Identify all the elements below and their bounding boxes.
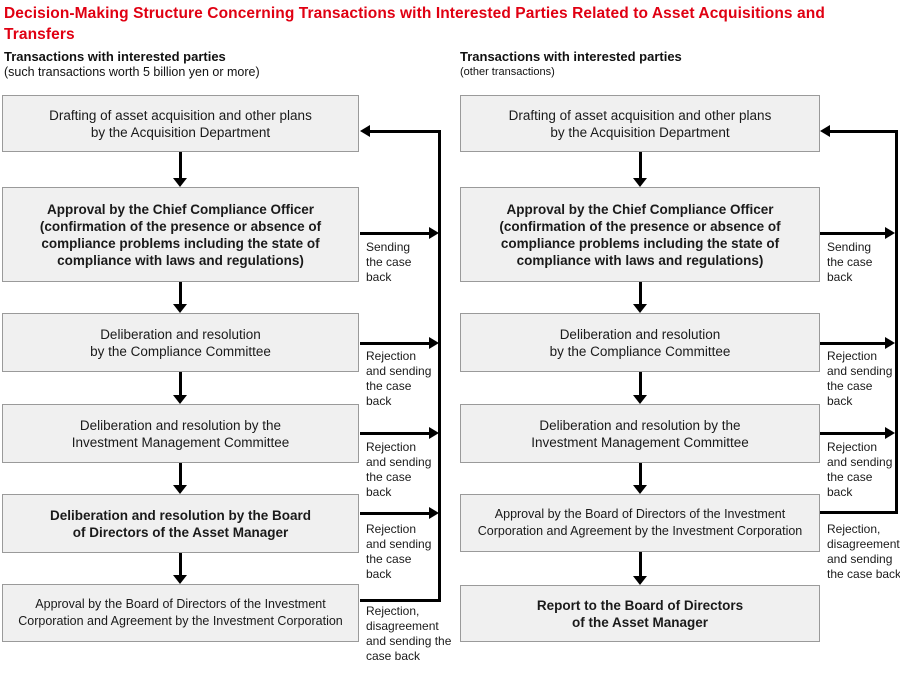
flow-label-rejection-disagreement: Rejection, disagreement and sending the … (827, 522, 900, 581)
flow-box-drafting-right: Drafting of asset acquisition and other … (460, 95, 820, 152)
down-arrow-line (179, 152, 182, 180)
flow-label-rejection: Rejection and sending the case back (366, 522, 432, 581)
down-arrow-line (639, 152, 642, 180)
left-column-heading: Transactions with interested parties (4, 49, 226, 64)
feedback-vertical-line-left (438, 130, 441, 602)
sendback-line (820, 432, 886, 435)
flow-label-rejection-disagreement: Rejection, disagreement and sending the … (366, 604, 452, 663)
left-column-subheading: (such transactions worth 5 billion yen o… (4, 65, 260, 79)
sendback-arrowhead (885, 337, 895, 349)
flow-box-investment-committee-right: Deliberation and resolution by the Inves… (460, 404, 820, 463)
sendback-arrowhead (429, 337, 439, 349)
flow-box-investment-corp-approval-left: Approval by the Board of Directors of th… (2, 584, 359, 642)
down-arrow-head (633, 485, 647, 494)
flow-box-compliance-committee-left: Deliberation and resolution by the Compl… (2, 313, 359, 372)
feedback-vertical-line-right (895, 130, 898, 514)
page-title: Decision-Making Structure Concerning Tra… (4, 5, 825, 43)
sendback-line (360, 342, 430, 345)
flow-label-rejection: Rejection and sending the case back (827, 349, 893, 408)
flow-box-investment-committee-left: Deliberation and resolution by the Inves… (2, 404, 359, 463)
flow-label-sending-back: Sending the case back (366, 240, 412, 284)
sendback-arrowhead (429, 507, 439, 519)
down-arrow-line (179, 282, 182, 306)
feedback-return-arrowhead-right (820, 125, 830, 137)
down-arrow-line (179, 553, 182, 577)
flow-box-cco-approval-right: Approval by the Chief Compliance Officer… (460, 187, 820, 282)
down-arrow-line (639, 372, 642, 397)
flow-label-sending-back: Sending the case back (827, 240, 873, 284)
down-arrow-head (633, 576, 647, 585)
sendback-line (360, 512, 430, 515)
down-arrow-head (633, 395, 647, 404)
sendback-arrowhead (885, 427, 895, 439)
sendback-line (820, 232, 886, 235)
down-arrow-line (179, 463, 182, 487)
down-arrow-head (633, 178, 647, 187)
down-arrow-head (173, 575, 187, 584)
flow-box-cco-approval-left: Approval by the Chief Compliance Officer… (2, 187, 359, 282)
down-arrow-line (639, 282, 642, 306)
down-arrow-line (639, 463, 642, 487)
down-arrow-line (639, 552, 642, 578)
right-column-heading: Transactions with interested parties (460, 49, 682, 64)
sendback-line-bottom-right (820, 511, 898, 514)
right-column-subheading: (other transactions) (460, 66, 555, 78)
flow-box-report-board-right: Report to the Board of Directors of the … (460, 585, 820, 642)
sendback-arrowhead (429, 227, 439, 239)
sendback-arrowhead (885, 227, 895, 239)
flow-box-investment-corp-approval-right: Approval by the Board of Directors of th… (460, 494, 820, 552)
down-arrow-head (633, 304, 647, 313)
flow-label-rejection: Rejection and sending the case back (366, 349, 432, 408)
sendback-line (820, 342, 886, 345)
sendback-arrowhead (429, 427, 439, 439)
feedback-return-arrowhead-left (360, 125, 370, 137)
down-arrow-head (173, 304, 187, 313)
sendback-line (360, 232, 430, 235)
flow-label-rejection: Rejection and sending the case back (366, 440, 432, 499)
down-arrow-head (173, 485, 187, 494)
down-arrow-head (173, 395, 187, 404)
flow-box-board-asset-manager-left: Deliberation and resolution by the Board… (2, 494, 359, 553)
down-arrow-head (173, 178, 187, 187)
down-arrow-line (179, 372, 182, 397)
flow-box-compliance-committee-right: Deliberation and resolution by the Compl… (460, 313, 820, 372)
feedback-return-line-left (369, 130, 441, 133)
sendback-line (360, 432, 430, 435)
flow-box-drafting-left: Drafting of asset acquisition and other … (2, 95, 359, 152)
flow-label-rejection: Rejection and sending the case back (827, 440, 893, 499)
sendback-line-bottom-left (360, 599, 441, 602)
feedback-return-line-right (829, 130, 898, 133)
